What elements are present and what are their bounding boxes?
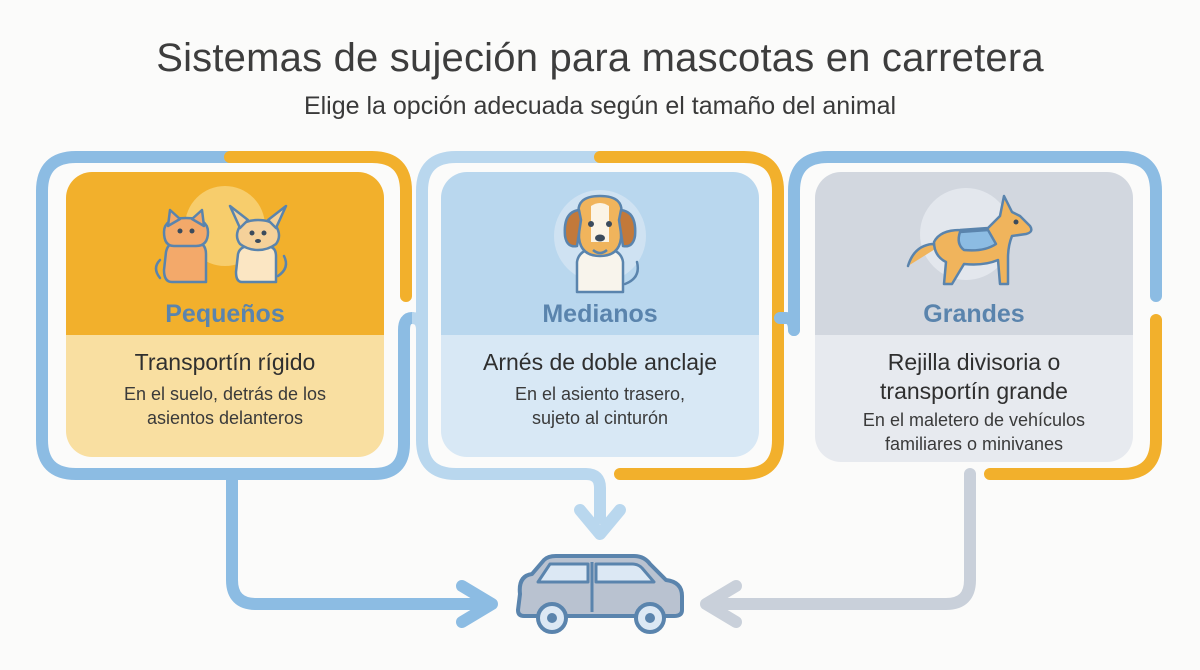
card-medianos: Medianos Arnés de doble anclaje En el as… [441,172,759,457]
beagle-dog-icon [554,190,646,294]
frame-pequenos-accent [224,151,412,302]
system-label: Rejilla divisoria o transportín grande [880,349,1068,404]
shepherd-dog-icon [906,188,1033,286]
cat-and-small-dog-icon [154,186,288,284]
connector-pequenos [226,468,482,610]
arrow-medianos [574,504,626,540]
arrow-grandes [700,580,742,628]
car-icon [516,554,684,634]
frame-pequenos [36,151,236,480]
category-label: Medianos [542,300,658,328]
frame-grandes [788,151,996,336]
system-label: Transportín rígido [134,349,316,375]
arrow-pequenos [456,580,498,628]
page-title: Sistemas de sujeción para mascotas en ca… [156,36,1044,80]
page-subtitle: Elige la opción adecuada según el tamaño… [303,92,897,120]
connector-grandes [714,468,976,610]
card-pequenos: Pequeños Transportín rígido En el suelo,… [66,172,384,457]
location-text: En el maletero de vehículos familiares o… [862,410,1086,454]
category-label: Pequeños [165,300,285,328]
connector-medianos [554,468,606,524]
card-grandes: Grandes Rejilla divisoria o transportín … [815,172,1133,462]
location-text: En el asiento trasero, sujeto al cinturó… [514,384,686,428]
location-text: En el suelo, detrás de los asientos dela… [123,384,327,428]
category-label: Grandes [923,300,1025,328]
frame-grandes-accent [984,314,1162,480]
system-label: Arnés de doble anclaje [483,349,717,375]
